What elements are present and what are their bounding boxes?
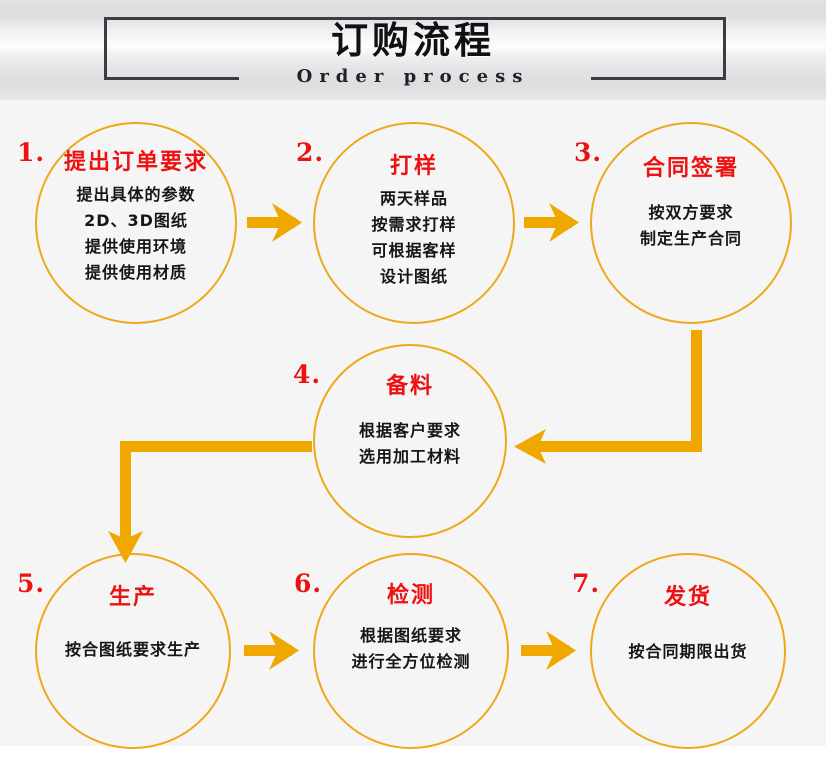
flow-node-line: 按双方要求 xyxy=(648,203,734,222)
header-rule-left xyxy=(104,77,239,80)
flow-node-4-title: 备料 xyxy=(385,374,434,399)
flow-node-line: 进行全方位检测 xyxy=(351,652,471,671)
flow-node-7-title: 发货 xyxy=(663,585,712,610)
page-title-cn: 订购流程 xyxy=(331,19,495,62)
flow-node-line: 提供使用环境 xyxy=(84,237,187,256)
flow-node-5-body: 按合图纸要求生产 xyxy=(65,637,201,663)
flow-node-6[interactable]: 检测 根据图纸要求进行全方位检测 xyxy=(313,553,509,749)
flow-node-2[interactable]: 打样 两天样品按需求打样可根据客样设计图纸 xyxy=(313,122,515,324)
header-frame xyxy=(104,17,726,77)
header-band: 订购流程 Order process xyxy=(0,0,826,100)
step-index-2: 2. xyxy=(296,138,325,167)
flow-node-4[interactable]: 备料 根据客户要求选用加工材料 xyxy=(313,344,507,538)
step-index-4: 4. xyxy=(293,360,322,389)
page-title-en: Order process xyxy=(296,66,530,87)
flow-node-line: 制定生产合同 xyxy=(639,229,742,248)
flow-node-3-title: 合同签署 xyxy=(642,156,739,181)
flow-node-line: 两天样品 xyxy=(379,189,448,208)
flow-node-7-body: 按合同期限出货 xyxy=(628,639,747,665)
flow-node-line: 根据图纸要求 xyxy=(359,626,462,645)
flow-node-line: 根据客户要求 xyxy=(358,421,461,440)
flow-node-line: 按合图纸要求生产 xyxy=(64,640,201,659)
flow-node-6-body: 根据图纸要求进行全方位检测 xyxy=(351,623,470,675)
flow-node-2-body: 两天样品按需求打样可根据客样设计图纸 xyxy=(371,186,456,290)
step-index-5: 5. xyxy=(17,569,46,598)
flow-node-line: 按合同期限出货 xyxy=(628,642,748,661)
flow-node-line: 提供使用材质 xyxy=(84,263,187,282)
flow-node-1-body: 提出具体的参数 2D、3D图纸提供使用环境提供使用材质 xyxy=(76,182,195,286)
flow-node-line: 设计图纸 xyxy=(379,267,448,286)
header-rule-right xyxy=(591,77,726,80)
flow-node-line: 可根据客样 xyxy=(371,241,457,260)
flow-node-line: 选用加工材料 xyxy=(358,447,461,466)
flow-node-1[interactable]: 提出订单要求 提出具体的参数 2D、3D图纸提供使用环境提供使用材质 xyxy=(35,122,237,324)
flow-node-3[interactable]: 合同签署 按双方要求制定生产合同 xyxy=(590,122,792,324)
footer-strip xyxy=(0,746,826,767)
step-index-1: 1. xyxy=(17,138,46,167)
flow-node-2-title: 打样 xyxy=(389,154,438,179)
flow-node-line: 按需求打样 xyxy=(371,215,457,234)
flow-node-6-title: 检测 xyxy=(386,583,435,608)
flow-node-5-title: 生产 xyxy=(108,585,157,610)
step-index-6: 6. xyxy=(294,569,323,598)
flow-node-3-body: 按双方要求制定生产合同 xyxy=(640,200,742,252)
step-index-7: 7. xyxy=(572,569,601,598)
flow-node-5[interactable]: 生产 按合图纸要求生产 xyxy=(35,553,231,749)
flow-node-7[interactable]: 发货 按合同期限出货 xyxy=(590,553,786,749)
flow-node-line: 提出具体的参数 xyxy=(76,185,196,204)
step-index-3: 3. xyxy=(574,138,603,167)
flow-node-4-body: 根据客户要求选用加工材料 xyxy=(359,418,461,470)
flow-node-1-title: 提出订单要求 xyxy=(63,150,208,175)
flow-node-line: 2D、3D图纸 xyxy=(84,211,188,230)
